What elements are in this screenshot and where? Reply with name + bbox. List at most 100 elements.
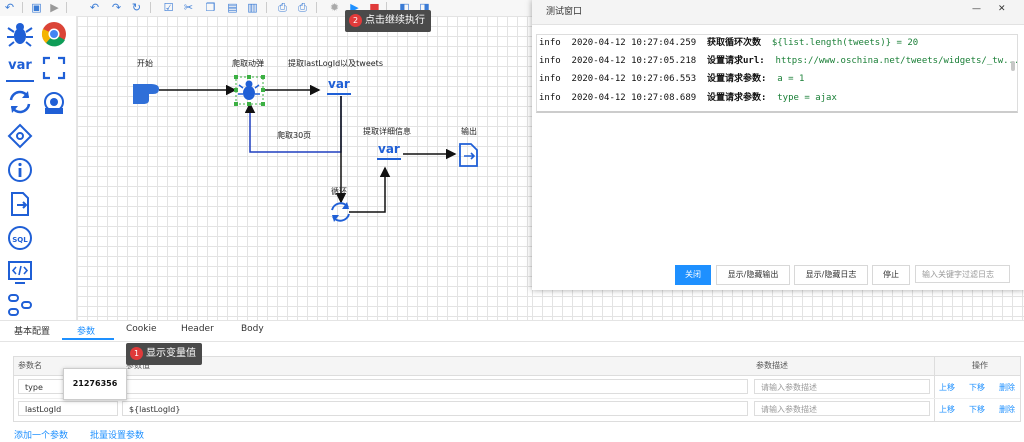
- info-icon[interactable]: [6, 156, 34, 184]
- test-window: 测试窗口 — ✕ info 2020-04-12 10:27:04.259 获取…: [532, 0, 1024, 290]
- stop-button[interactable]: 停止: [872, 265, 910, 285]
- toolbar-separator: [316, 2, 317, 13]
- spider-icon[interactable]: [6, 20, 34, 48]
- resume-tooltip: 2 点击继续执行: [345, 10, 431, 32]
- history-icon[interactable]: ↻: [131, 1, 142, 14]
- close-button[interactable]: 关闭: [675, 265, 711, 285]
- move-up-link[interactable]: 上移: [939, 383, 955, 392]
- param-desc-field[interactable]: 请输入参数描述: [754, 379, 930, 394]
- loop-node-icon[interactable]: [331, 202, 350, 222]
- move-down-link[interactable]: 下移: [969, 383, 985, 392]
- tab-body[interactable]: Body: [241, 324, 264, 334]
- variable-tooltip-text: 显示变量值: [146, 348, 196, 359]
- node-label-loop: 循环: [331, 187, 347, 196]
- checkbox-icon[interactable]: ☑: [163, 1, 174, 14]
- debug-icon[interactable]: ✹: [329, 1, 340, 14]
- split-view-icon[interactable]: ◧: [399, 1, 410, 14]
- log-line: info 2020-04-12 10:27:06.553 设置请求参数: a =…: [539, 74, 805, 84]
- log-scrollbar[interactable]: [1011, 61, 1015, 71]
- function-icon[interactable]: [6, 290, 34, 318]
- param-desc-field[interactable]: 请输入参数描述: [754, 401, 930, 416]
- toggle-log-button[interactable]: 显示/隐藏日志: [794, 265, 868, 285]
- output-icon[interactable]: [6, 190, 34, 218]
- condition-icon[interactable]: [6, 122, 34, 150]
- copy-icon[interactable]: ❐: [205, 1, 216, 14]
- extract-node-icon[interactable]: var: [327, 77, 351, 95]
- toolbar-separator: [22, 2, 23, 13]
- step-badge: 1: [130, 347, 143, 360]
- sql-icon[interactable]: SQL: [8, 226, 32, 250]
- resume-tooltip-text: 点击继续执行: [365, 15, 425, 26]
- param-value-field[interactable]: ${lastLogId}: [122, 401, 748, 416]
- toolbar-separator: [66, 2, 67, 13]
- node-label-crawl: 爬取动弹: [232, 59, 264, 68]
- crawl-node-icon[interactable]: [234, 75, 265, 106]
- print-preview-icon[interactable]: ⎙: [298, 1, 307, 14]
- run-icon[interactable]: ▶: [50, 1, 59, 14]
- loop-bracket-icon[interactable]: [40, 54, 68, 82]
- undo-arrow-icon[interactable]: ↶: [89, 1, 100, 14]
- toggle-output-button[interactable]: 显示/隐藏输出: [716, 265, 790, 285]
- step-badge: 2: [349, 14, 362, 27]
- paste-icon[interactable]: ▤: [227, 1, 238, 14]
- minimize-icon[interactable]: —: [972, 4, 981, 14]
- node-palette: var SQL: [0, 16, 77, 320]
- toolbar-separator: [150, 2, 151, 13]
- delete-link[interactable]: 删除: [999, 405, 1015, 414]
- flow-canvas[interactable]: var var 开始 爬取动弹 提取lastLogId以及tweets 爬取30…: [77, 16, 532, 320]
- log-filter-input[interactable]: 输入关键字过滤日志: [915, 265, 1010, 283]
- print-icon[interactable]: ⎙: [278, 1, 287, 14]
- move-down-link[interactable]: 下移: [969, 405, 985, 414]
- detail-node-icon[interactable]: var: [377, 142, 401, 160]
- active-tab-indicator: [62, 338, 114, 340]
- close-icon[interactable]: ✕: [998, 4, 1006, 14]
- param-name-field[interactable]: lastLogId: [18, 401, 118, 416]
- config-tabs: 基本配置 参数 Cookie Header Body: [0, 320, 1024, 342]
- params-table: 参数名 参数值 参数描述 操作 type 请输入参数描述 上移 下移 删除 la…: [13, 356, 1021, 422]
- move-up-link[interactable]: 上移: [939, 405, 955, 414]
- resume-icon[interactable]: ▶: [350, 1, 359, 14]
- log-line: info 2020-04-12 10:27:04.259 获取循环次数 ${li…: [539, 38, 919, 48]
- loop-icon[interactable]: [6, 88, 34, 116]
- param-value-field[interactable]: [122, 379, 748, 394]
- tab-header[interactable]: Header: [181, 324, 214, 334]
- test-window-titlebar[interactable]: 测试窗口 — ✕: [532, 0, 1024, 25]
- params-table-header: 参数名 参数值 参数描述 操作: [14, 357, 1020, 376]
- output-node-icon[interactable]: [459, 143, 478, 167]
- log-line: info 2020-04-12 10:27:08.689 设置请求参数: typ…: [539, 93, 837, 103]
- table-row: type 请输入参数描述 上移 下移 删除: [14, 376, 1020, 399]
- toolbar-separator: [386, 2, 387, 13]
- tab-params[interactable]: 参数: [77, 327, 96, 337]
- add-param-link[interactable]: 添加一个参数: [14, 431, 69, 441]
- tab-basic[interactable]: 基本配置: [14, 327, 51, 337]
- col-name: 参数名: [18, 361, 42, 370]
- process-icon[interactable]: [40, 88, 68, 116]
- start-node-icon[interactable]: [133, 84, 159, 104]
- delete-link[interactable]: 删除: [999, 383, 1015, 392]
- chrome-icon[interactable]: [40, 20, 68, 48]
- batch-params-link[interactable]: 批量设置参数: [90, 431, 145, 441]
- node-label-extract: 提取lastLogId以及tweets: [288, 59, 383, 68]
- log-panel[interactable]: info 2020-04-12 10:27:04.259 获取循环次数 ${li…: [536, 34, 1018, 113]
- toolbar: ↶ ▣ ▶ ↶ ↷ ↻ ☑ ✂ ❐ ▤ ▥ ⎙ ⎙ ✹ ▶ ■ ◧ ◨: [0, 0, 532, 17]
- cut-icon[interactable]: ✂: [183, 1, 194, 14]
- node-label-output: 输出: [461, 127, 477, 136]
- delete-icon[interactable]: ▥: [247, 1, 258, 14]
- stop-icon[interactable]: ■: [369, 1, 380, 14]
- col-desc: 参数描述: [756, 361, 788, 370]
- column-divider: [934, 357, 935, 421]
- node-label-detail: 提取详细信息: [363, 127, 411, 136]
- var-glyph: var: [378, 142, 400, 156]
- save-icon[interactable]: ▣: [31, 1, 42, 14]
- undo-icon[interactable]: ↶: [4, 1, 15, 14]
- tab-cookie[interactable]: Cookie: [126, 324, 157, 334]
- col-value: 参数值: [126, 361, 150, 370]
- layout-icon[interactable]: ◨: [419, 1, 430, 14]
- script-icon[interactable]: [6, 258, 34, 286]
- variable-icon[interactable]: var: [6, 54, 34, 82]
- variable-value-popup: 21276356: [63, 368, 127, 400]
- redo-arrow-icon[interactable]: ↷: [111, 1, 122, 14]
- edge-loop-detail[interactable]: [349, 166, 391, 213]
- log-line: info 2020-04-12 10:27:05.218 设置请求url: ht…: [539, 56, 1018, 66]
- node-label-crawl30: 爬取30页: [277, 131, 312, 140]
